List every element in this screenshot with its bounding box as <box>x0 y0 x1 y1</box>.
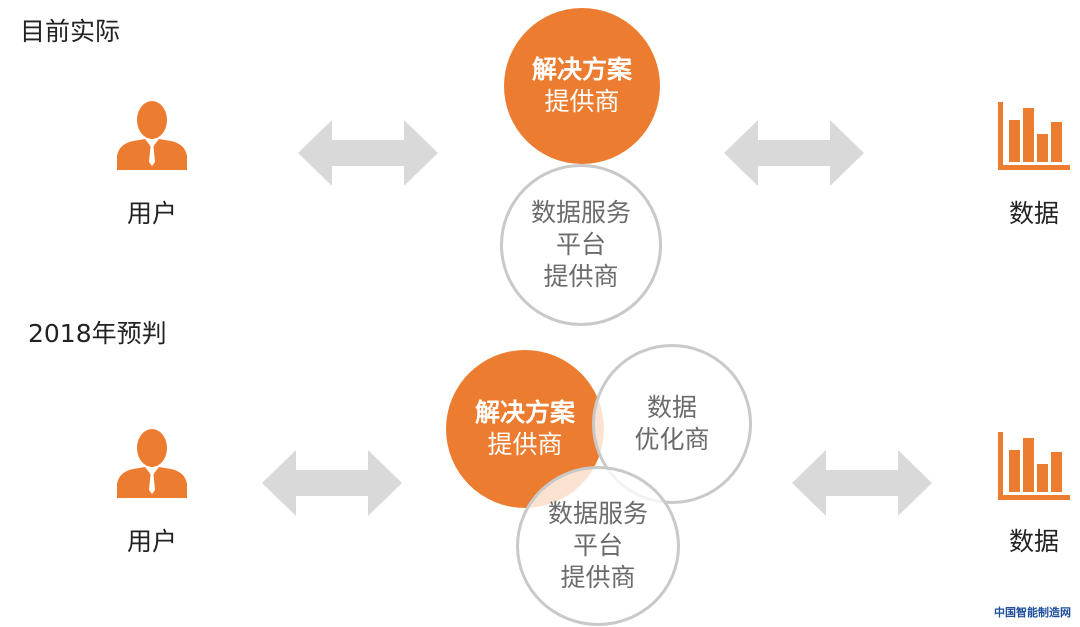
double-arrow-icon <box>792 450 932 516</box>
data-platform-line-3: 提供商 <box>543 262 619 291</box>
user-icon <box>115 100 189 170</box>
user-label: 用户 <box>126 199 177 228</box>
solution-provider-circle: 解决方案 提供商 <box>446 350 604 508</box>
section-title-forecast: 2018年预判 <box>28 319 167 348</box>
bar-chart-icon <box>998 102 1070 170</box>
data-platform-circle: 数据服务 平台 提供商 <box>500 164 662 326</box>
bar-chart-icon <box>998 432 1070 500</box>
data-label: 数据 <box>1008 527 1059 556</box>
data-platform-line-2: 平台 <box>555 230 606 259</box>
data-platform-line-2: 平台 <box>572 531 623 560</box>
data-optimizer-line-2: 优化商 <box>634 425 710 454</box>
watermark: 中国智能制造网 <box>994 606 1071 619</box>
section-title-current: 目前实际 <box>20 17 121 46</box>
solution-provider-line-2: 提供商 <box>487 430 563 459</box>
solution-provider-line-1: 解决方案 <box>531 55 632 84</box>
solution-provider-line-2: 提供商 <box>544 87 620 116</box>
solution-provider-line-1: 解决方案 <box>474 398 575 427</box>
data-optimizer-line-1: 数据 <box>646 393 697 422</box>
double-arrow-icon <box>724 120 864 186</box>
user-icon <box>115 428 189 498</box>
double-arrow-icon <box>298 120 438 186</box>
data-platform-line-3: 提供商 <box>560 563 636 592</box>
data-platform-line-1: 数据服务 <box>530 198 631 227</box>
data-label: 数据 <box>1008 199 1059 228</box>
user-label: 用户 <box>126 527 177 556</box>
double-arrow-icon <box>262 450 402 516</box>
data-platform-line-1: 数据服务 <box>547 499 648 528</box>
solution-provider-circle: 解决方案 提供商 <box>504 8 660 164</box>
data-platform-circle: 数据服务 平台 提供商 <box>516 466 680 626</box>
